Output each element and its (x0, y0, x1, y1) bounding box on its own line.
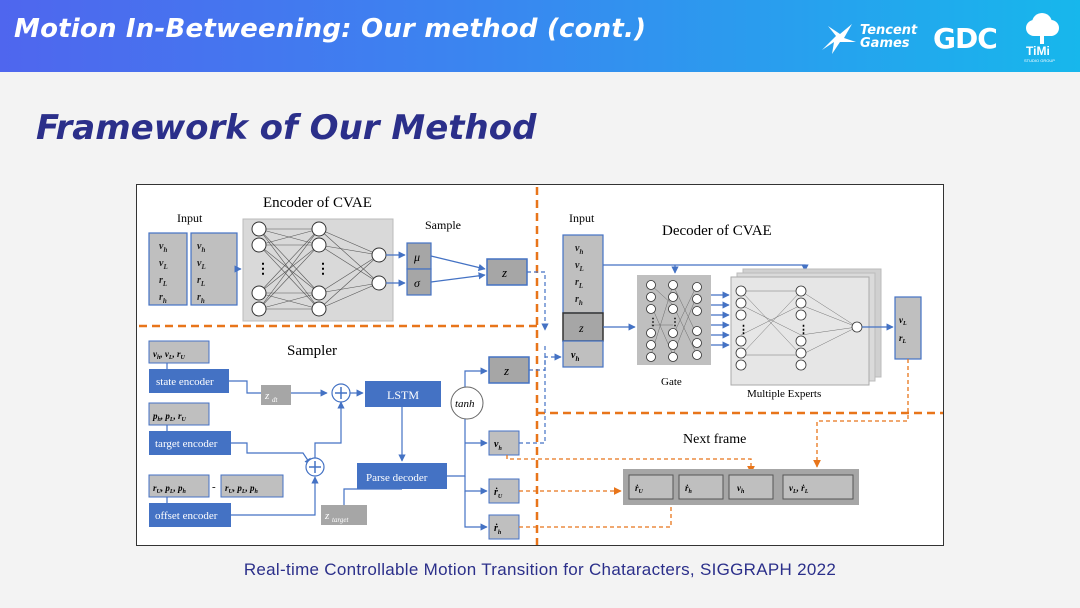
header-title: Motion In-Betweening: Our method (cont.) (14, 14, 647, 44)
target-input-box: ph, pL, rU (148, 402, 210, 426)
svg-text:rL: rL (899, 333, 907, 345)
decoder-input-box: vh vL rL rh z vh (562, 234, 604, 368)
svg-text:rU, pL, ph: rU, pL, ph (225, 483, 259, 495)
svg-text:vh, vL, rU: vh, vL, rU (153, 349, 186, 361)
z-dt-box: z dt (261, 385, 291, 405)
sigma-symbol: σ (414, 276, 421, 290)
svg-text:vh: vh (159, 241, 167, 254)
slide-header: Motion In-Betweening: Our method (cont.)… (0, 0, 1080, 72)
svg-text:ṙh: ṙh (685, 483, 693, 495)
page-title: Framework of Our Method (36, 108, 537, 148)
experts-label: Multiple Experts (747, 388, 821, 400)
svg-text:rh: rh (159, 292, 167, 305)
sampler-z-label: z (503, 363, 509, 378)
svg-text:⋮: ⋮ (316, 262, 330, 277)
svg-text:vL: vL (575, 260, 584, 273)
tencent-games-text: Tencent Games (860, 24, 917, 50)
svg-text:⋮: ⋮ (648, 317, 658, 328)
svg-text:vh: vh (494, 439, 502, 452)
svg-text:ph, pL, rU: ph, pL, rU (152, 411, 187, 423)
offset-input-box: rU, pL, ph - rU, pL, ph (148, 474, 284, 498)
decoder-z-label: z (578, 321, 584, 335)
sample-label: Sample (425, 218, 461, 232)
svg-text:vh: vh (737, 483, 745, 495)
out-vh-box: vh (488, 430, 520, 456)
experts-network: ⋮ ⋮ (730, 268, 882, 386)
z-target-subscript: target (332, 516, 350, 524)
add-node-bottom (305, 457, 325, 477)
svg-text:⋮: ⋮ (798, 324, 809, 336)
svg-text:vh: vh (197, 241, 205, 254)
timi-logo: TiMi STUDIO GROUP (1022, 12, 1062, 68)
timi-text: TiMi (1026, 44, 1050, 58)
svg-text:rL: rL (159, 275, 167, 288)
state-encoder-box: state encoder (149, 369, 229, 393)
svg-text:ṙh: ṙh (494, 523, 502, 536)
lstm-label: LSTM (387, 388, 419, 402)
z-target-label: z (324, 510, 330, 522)
mu-sigma-box: μ σ (406, 242, 432, 296)
games-text: Games (860, 36, 910, 51)
tencent-star-icon (822, 24, 856, 54)
state-encoder-label: state encoder (156, 376, 214, 388)
tanh-label: tanh (455, 398, 475, 410)
z-target-box: z target (321, 505, 367, 525)
svg-text:vh: vh (571, 350, 579, 363)
sampler-title: Sampler (287, 343, 337, 359)
gate-label: Gate (661, 376, 682, 388)
mu-symbol: μ (413, 250, 420, 264)
minus-sign: - (212, 481, 216, 493)
section-dividers (139, 187, 943, 545)
timi-cloud-icon (1026, 13, 1059, 44)
target-encoder-box: target encoder (149, 431, 231, 455)
decoder-title: Decoder of CVAE (662, 223, 772, 239)
parse-decoder-label: Parse decoder (366, 472, 428, 484)
out-rh-box: ṙh (488, 514, 520, 540)
gate-network: ⋮ ⋮ (637, 275, 711, 365)
out-ru-box: ṙU (488, 478, 520, 504)
timi-sub-text: STUDIO GROUP (1024, 58, 1055, 63)
svg-text:⋮: ⋮ (256, 262, 270, 277)
encoder-z-box: z (486, 258, 528, 286)
add-node-top (331, 383, 351, 403)
parse-decoder-box: Parse decoder (357, 463, 447, 489)
svg-text:ṙU: ṙU (635, 483, 644, 495)
caption: Real-time Controllable Motion Transition… (243, 560, 837, 579)
svg-text:⋮: ⋮ (670, 317, 680, 328)
svg-text:vL: vL (899, 315, 907, 327)
tanh-node: tanh (450, 386, 484, 420)
next-frame-box: ṙU ṙh vh vL, ṙL (623, 469, 859, 505)
svg-text:ṙU: ṙU (494, 487, 503, 500)
svg-text:vL: vL (197, 258, 206, 271)
gdc-logo: GDC (933, 22, 998, 55)
z-dt-label: z (264, 390, 270, 402)
decoder-output-box: vL rL (894, 296, 922, 360)
sampler-z-box: z (488, 356, 530, 384)
svg-text:⋮: ⋮ (738, 324, 749, 336)
svg-text:rU, pL, ph: rU, pL, ph (153, 483, 187, 495)
target-encoder-label: target encoder (155, 438, 218, 450)
tencent-games-logo: Tencent Games (818, 20, 918, 56)
decoder-input-label: Input (569, 211, 595, 225)
encoder-network: ⋮ ⋮ (242, 218, 394, 322)
offset-encoder-box: offset encoder (149, 503, 231, 527)
state-input-box: vh, vL, rU (148, 340, 210, 364)
encoder-z-label: z (501, 265, 507, 280)
encoder-input-box: vh vL rL rh vh vL rL rh (148, 232, 238, 306)
encoder-input-label: Input (177, 211, 203, 225)
lstm-box: LSTM (365, 381, 441, 407)
next-frame-title: Next frame (683, 432, 746, 447)
svg-text:vL: vL (159, 258, 168, 271)
svg-text:vh: vh (575, 243, 583, 256)
svg-text:rh: rh (197, 292, 205, 305)
svg-text:rh: rh (575, 294, 583, 307)
z-dt-subscript: dt (272, 396, 279, 404)
svg-text:rL: rL (197, 275, 205, 288)
offset-encoder-label: offset encoder (155, 510, 218, 522)
svg-text:rL: rL (575, 277, 583, 290)
tencent-text: Tencent (860, 23, 918, 38)
encoder-title: Encoder of CVAE (263, 195, 372, 211)
framework-diagram: Encoder of CVAE Input vh vL rL rh vh vL … (136, 184, 944, 546)
